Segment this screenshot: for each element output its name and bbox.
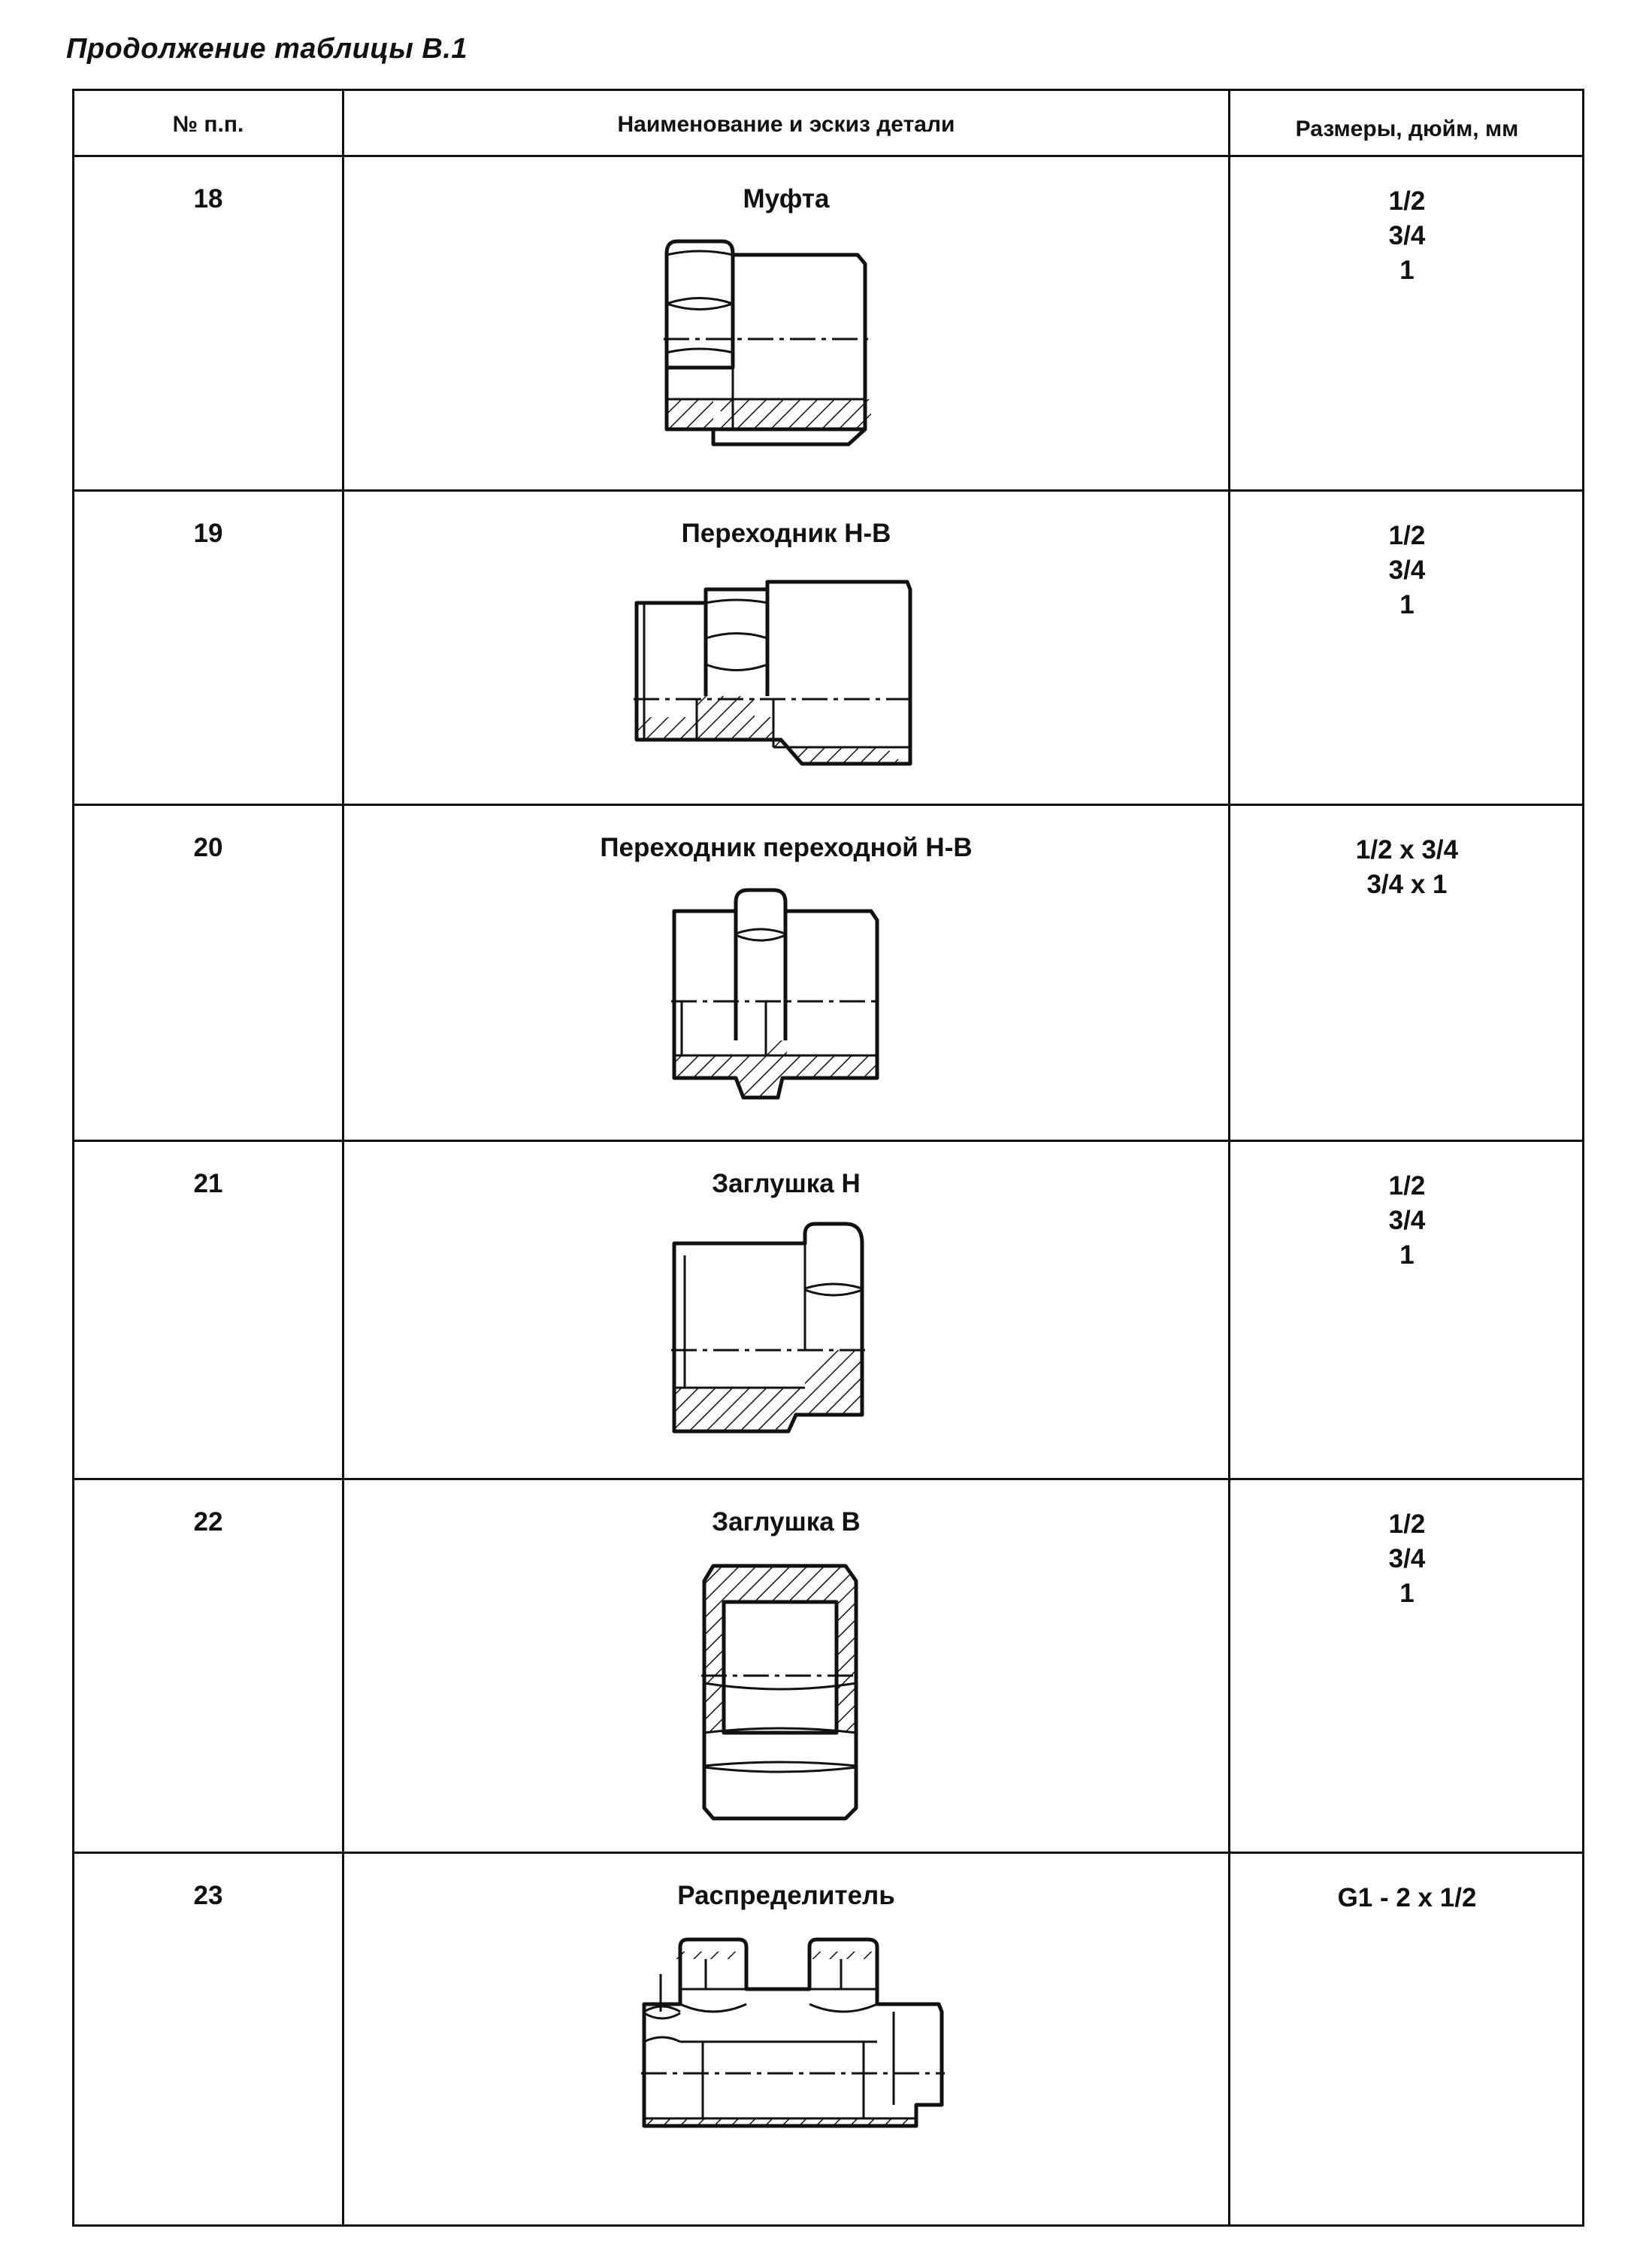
table-row: 22 Заглушка В 1/2 3/4 1: [74, 1480, 1582, 1854]
part-name: Распределитель: [677, 1881, 895, 1910]
size-value: 3/4: [1388, 1544, 1426, 1573]
plug-male-sketch: [671, 1222, 865, 1434]
size-value: 1/2: [1388, 1171, 1426, 1201]
row-number: 18: [193, 184, 223, 213]
part-name: Заглушка Н: [712, 1169, 861, 1198]
size-value: 1/2: [1388, 1509, 1426, 1539]
row-number: 19: [193, 519, 223, 548]
table-row: 19 Переходник Н-В 1/2 3/4 1: [74, 492, 1582, 806]
table-caption: Продолжение таблицы В.1: [66, 33, 468, 65]
adapter-nv-sketch: [634, 580, 913, 766]
row-number: 22: [193, 1507, 223, 1537]
part-sizes: G1 - 2 x 1/2: [1230, 1881, 1584, 1915]
part-sizes: 1/2 3/4 1: [1230, 184, 1584, 288]
part-name: Переходник переходной Н-В: [600, 833, 973, 862]
column-divider: [342, 91, 344, 2224]
size-value: 1: [1399, 1579, 1415, 1608]
header-name: Наименование и эскиз детали: [617, 112, 955, 137]
size-value: 1: [1399, 1240, 1415, 1270]
part-sizes: 1/2 3/4 1: [1230, 1507, 1584, 1611]
size-value: 1/2 x 3/4: [1355, 835, 1459, 865]
size-value: 1/2: [1388, 521, 1426, 550]
part-name: Заглушка В: [712, 1507, 861, 1537]
parts-table: № п.п. Наименование и эскиз детали Разме…: [72, 89, 1584, 2227]
header-sizes: Размеры, дюйм, мм: [1295, 117, 1519, 141]
part-name: Муфта: [743, 184, 830, 213]
column-divider: [1228, 91, 1230, 2224]
size-value: 1: [1399, 590, 1415, 619]
row-number: 23: [193, 1881, 223, 1910]
part-sizes: 1/2 3/4 1: [1230, 519, 1584, 622]
size-value: 3/4: [1388, 556, 1426, 585]
coupling-sketch: [664, 239, 871, 447]
size-value: 3/4: [1388, 1206, 1426, 1235]
header-num: № п.п.: [172, 112, 244, 137]
table-row: 21 Заглушка Н 1/2 3/4 1: [74, 1142, 1582, 1480]
reducing-adapter-sketch: [671, 888, 880, 1100]
cap-female-sketch: [701, 1564, 859, 1821]
part-sizes: 1/2 x 3/4 3/4 x 1: [1230, 833, 1584, 902]
size-value: 3/4: [1388, 221, 1426, 250]
size-value: G1 - 2 x 1/2: [1337, 1883, 1477, 1912]
table-row: 20 Переходник переходной Н-В 1/2 x 3/4 3…: [74, 806, 1582, 1142]
part-name: Переходник Н-В: [681, 519, 891, 548]
table-row: 18 Муфта 1/2 3/4 1: [74, 157, 1582, 492]
table-row: 23 Распределитель G1 - 2 x 1/2: [74, 1854, 1582, 2229]
row-number: 20: [193, 833, 223, 862]
size-value: 1: [1399, 256, 1415, 285]
table-header: № п.п. Наименование и эскиз детали Разме…: [74, 91, 1582, 157]
part-sizes: 1/2 3/4 1: [1230, 1169, 1584, 1273]
size-value: 3/4 x 1: [1366, 870, 1448, 899]
manifold-sketch: [641, 1937, 945, 2128]
size-value: 1/2: [1388, 186, 1426, 216]
row-number: 21: [193, 1169, 223, 1198]
